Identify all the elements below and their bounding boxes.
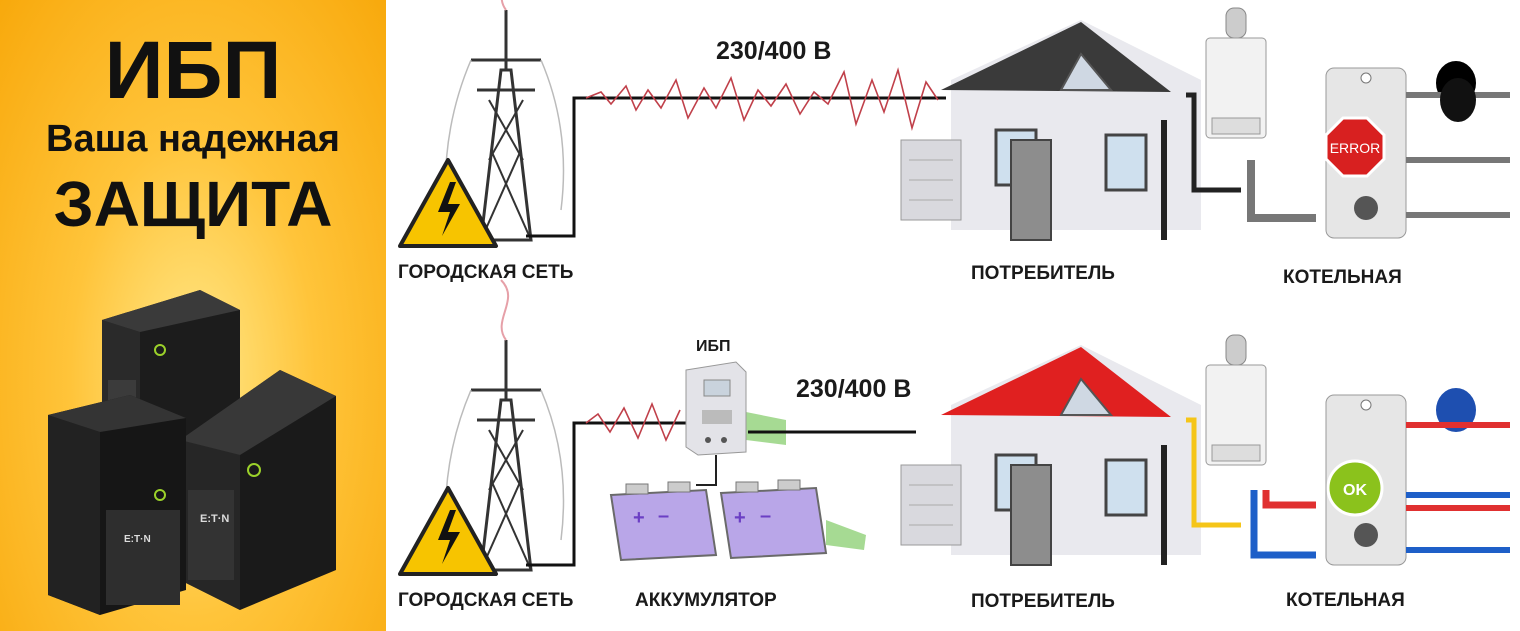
- hot-water-pipe: [1262, 490, 1316, 509]
- supply-wire: [526, 96, 946, 238]
- ups-device-left: E:T·N: [48, 395, 186, 615]
- battery-label: АККУМУЛЯТОР: [635, 590, 777, 611]
- ups-device-right: E:T·N: [180, 370, 336, 610]
- gas-pipe: [1186, 417, 1241, 528]
- svg-text:+: +: [734, 507, 746, 529]
- roof: [941, 347, 1171, 417]
- promo-panel: ИБП Ваша надежная ЗАЩИТА E:T·N E:T·N: [0, 0, 386, 631]
- warning-triangle-icon: [398, 158, 498, 248]
- power-diagram: ERROR: [386, 0, 1520, 631]
- boiler-pipes-bottom: [1406, 422, 1510, 553]
- ups-devices-illustration: E:T·N E:T·N: [48, 290, 336, 615]
- promo-tagline: ЗАЩИТА: [53, 168, 333, 240]
- device-logo-left: E:T·N: [124, 534, 151, 545]
- ups-unit-icon: [685, 361, 786, 456]
- bottom-row: + – + –: [398, 278, 1510, 576]
- svg-text:+: +: [633, 507, 645, 529]
- house-icon: [899, 18, 1203, 242]
- voltage-noise-waveform-bottom: [585, 401, 681, 443]
- device-logo-right: E:T·N: [200, 513, 229, 525]
- warning-triangle-icon: [398, 486, 498, 576]
- battery-icon: + –: [719, 479, 866, 560]
- ups-label: ИБП: [696, 338, 731, 355]
- ok-sign: [1326, 459, 1384, 517]
- promo-subtitle: Ваша надежная: [46, 118, 340, 160]
- gas-boiler-icon: [1205, 334, 1477, 566]
- promo-title: ИБП: [104, 25, 282, 116]
- cold-water-pipe: [1250, 490, 1316, 559]
- voltage-label-top: 230/400 В: [716, 37, 832, 65]
- grid-label-top: ГОРОДСКАЯ СЕТЬ: [398, 262, 574, 283]
- boiler-label-top: КОТЕЛЬНАЯ: [1283, 267, 1402, 288]
- voltage-label-bottom: 230/400 В: [796, 375, 912, 403]
- consumer-label-bottom: ПОТРЕБИТЕЛЬ: [971, 591, 1115, 612]
- boiler-label-bottom: КОТЕЛЬНАЯ: [1286, 590, 1405, 611]
- error-sign-text: ERROR: [1330, 140, 1381, 156]
- svg-text:–: –: [760, 505, 771, 527]
- svg-text:–: –: [658, 505, 669, 527]
- diagram-scene: ERROR: [398, 0, 1510, 576]
- roof: [941, 22, 1171, 92]
- grid-label-bottom: ГОРОДСКАЯ СЕТЬ: [398, 590, 574, 611]
- top-row: ERROR: [398, 0, 1510, 248]
- expansion-tank-icon: [1440, 78, 1476, 122]
- voltage-noise-waveform: [585, 67, 939, 132]
- supply-wire-bottom: [526, 421, 686, 567]
- consumer-label-top: ПОТРЕБИТЕЛЬ: [971, 263, 1115, 284]
- battery-icon: + –: [609, 481, 718, 562]
- ok-sign-text: OK: [1343, 482, 1367, 499]
- error-stop-sign: [1324, 116, 1386, 178]
- house-icon: [899, 343, 1203, 567]
